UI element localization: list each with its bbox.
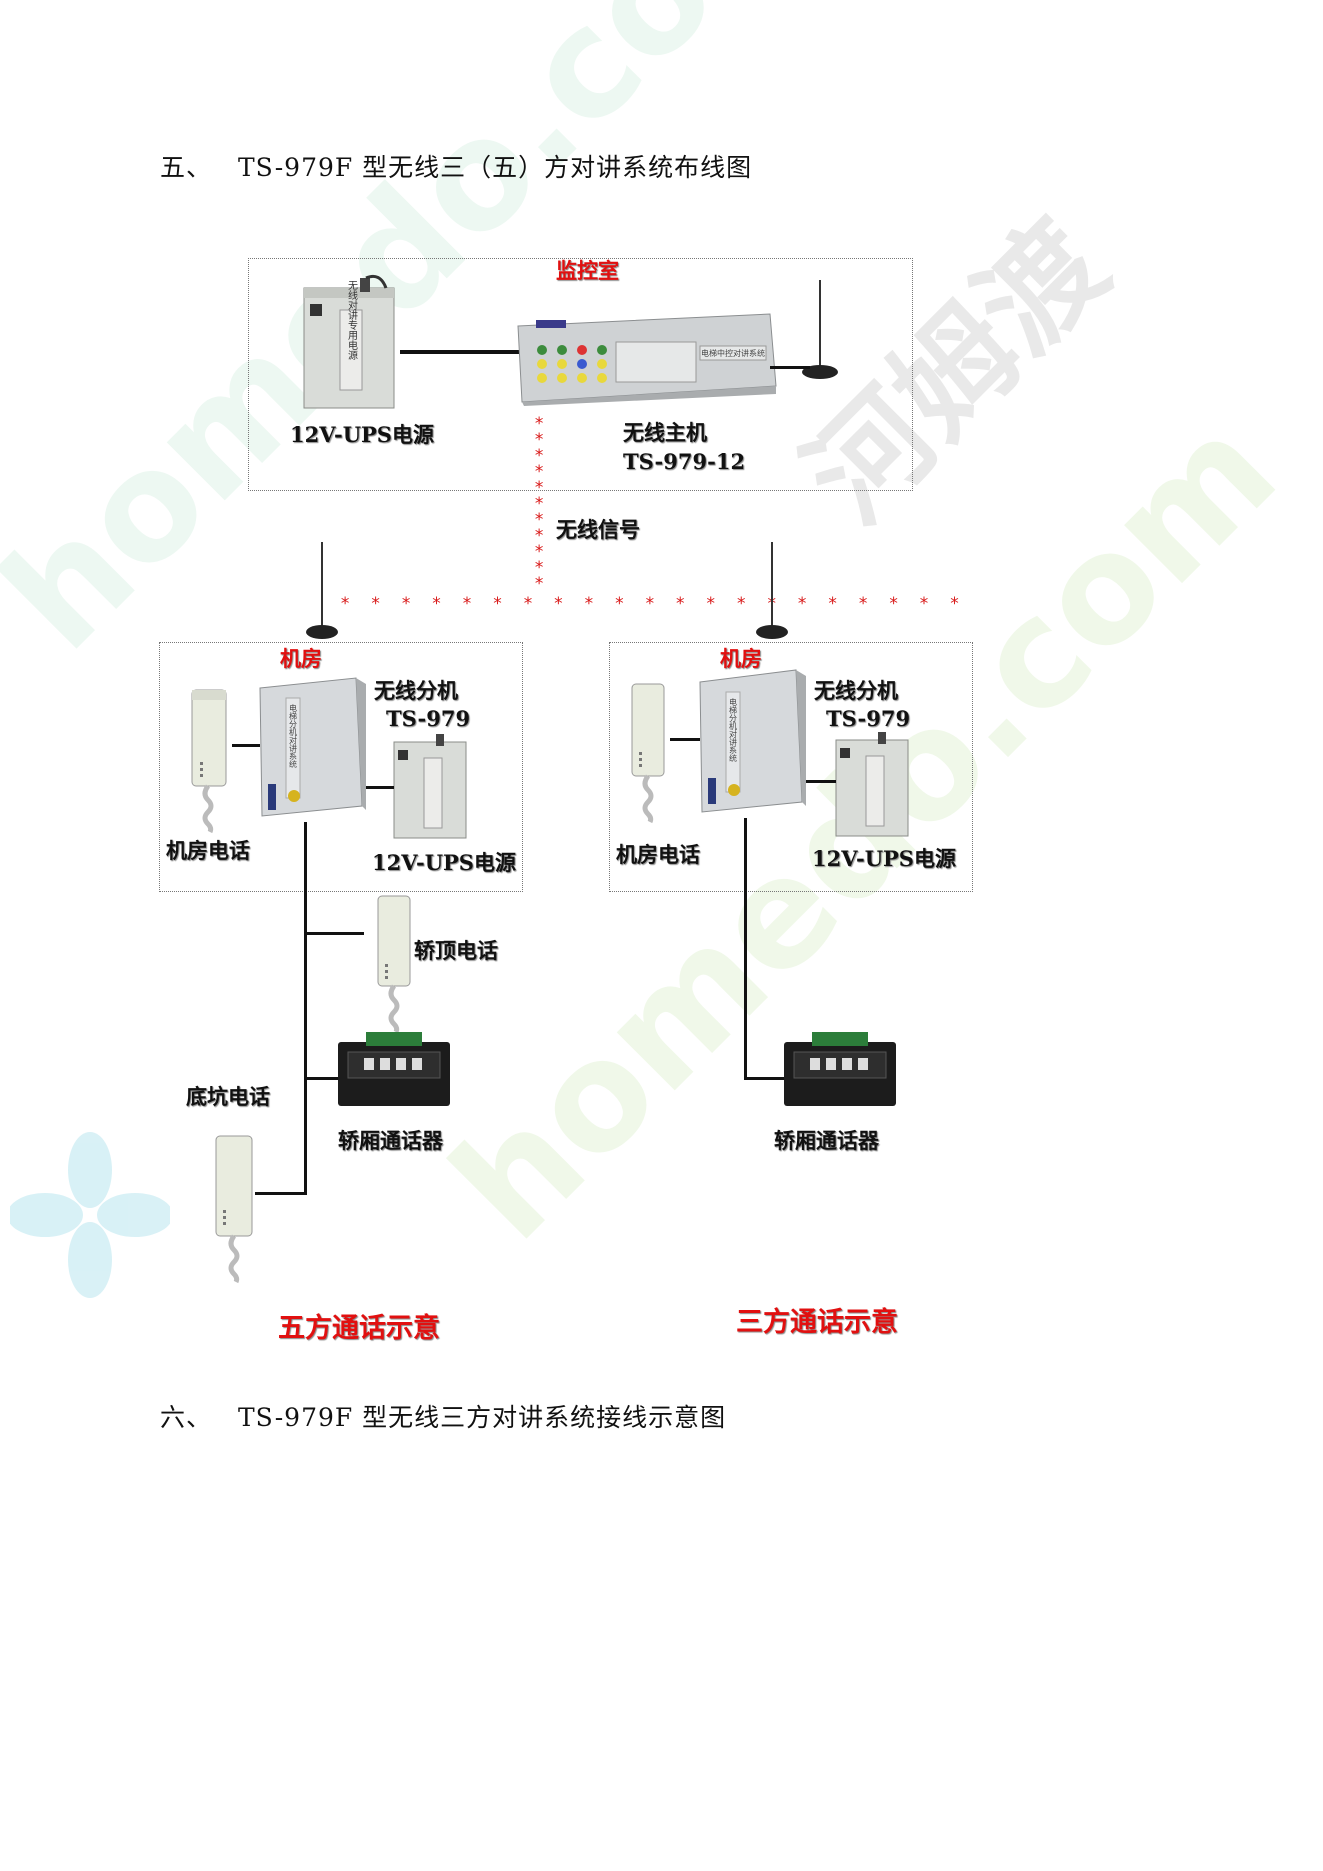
right-ups-cable: [806, 780, 836, 783]
monitor-ups-panel-text: 无线对讲专用电源: [346, 280, 358, 361]
section-5-heading: 五、 TS-979F 型无线三（五）方对讲系统布线图: [160, 148, 752, 184]
right-unit-panel-text: 电梯分机对讲系统: [729, 697, 738, 763]
left-ups-cable: [366, 786, 394, 789]
host-panel-text: 电梯中控对讲系统: [701, 348, 765, 358]
section-5-number: 五、: [160, 153, 213, 182]
monitor-room-box: [248, 258, 913, 491]
right-car-intercom-label: 轿厢通话器: [774, 1128, 879, 1153]
left-unit-panel-text: 电梯分机对讲系统: [289, 703, 298, 769]
right-car-intercom: [784, 1032, 896, 1106]
right-antenna-icon: [756, 542, 788, 639]
monitor-antenna-cable: [770, 366, 810, 369]
watermark-flower-icon: [10, 1132, 170, 1298]
section-5-title: TS-979F 型无线三（五）方对讲系统布线图: [238, 153, 753, 182]
car-top-phone-cable: [304, 932, 364, 935]
right-phone-cable: [670, 738, 700, 741]
left-unit-model: TS-979: [386, 706, 471, 731]
left-car-intercom: [338, 1032, 450, 1106]
right-room-phone: [631, 683, 665, 824]
right-trunk-cable: [744, 818, 747, 1080]
right-machine-room-box: [609, 642, 973, 892]
left-antenna-icon: [306, 542, 338, 639]
left-car-intercom-label: 轿厢通话器: [338, 1128, 443, 1153]
monitor-ups-cable: [400, 350, 520, 354]
monitor-ups-label: 12V-UPS电源: [290, 422, 434, 447]
car-top-phone-label: 轿顶电话: [414, 938, 498, 963]
section-6-number: 六、: [160, 1403, 213, 1432]
left-phone-label: 机房电话: [166, 838, 250, 863]
left-intercom-cable: [304, 1077, 344, 1080]
left-machine-room-box: [159, 642, 523, 892]
right-unit-label: 无线分机: [814, 678, 898, 703]
right-unit-model: TS-979: [826, 706, 911, 731]
caption-five-way: 五方通话示意: [278, 1313, 440, 1344]
left-unit-label: 无线分机: [374, 678, 458, 703]
right-intercom-cable: [744, 1077, 784, 1080]
monitor-ups-power-supply: 无线对讲专用电源: [303, 274, 395, 409]
left-ups-label: 12V-UPS电源: [372, 850, 516, 875]
left-room-title: 机房: [280, 646, 322, 671]
right-ups-label: 12V-UPS电源: [812, 846, 956, 871]
wireless-host-unit: 电梯中控对讲系统: [517, 313, 777, 406]
wireless-signal-horizontal: * * * * * * * * * * * * * * * * * * * * …: [340, 594, 965, 614]
section-6-title: TS-979F 型无线三方对讲系统接线示意图: [238, 1403, 727, 1432]
car-top-phone: [377, 895, 411, 1034]
left-room-phone: [191, 689, 227, 833]
right-phone-label: 机房电话: [616, 842, 700, 867]
wireless-signal-label: 无线信号: [556, 517, 640, 542]
left-ups-power-supply: [393, 734, 467, 839]
caption-three-way: 三方通话示意: [736, 1307, 898, 1338]
section-6-heading: 六、 TS-979F 型无线三方对讲系统接线示意图: [160, 1398, 726, 1434]
right-wireless-sub-unit: 电梯分机对讲系统: [699, 669, 806, 813]
pit-phone: [215, 1135, 253, 1284]
monitor-room-title: 监控室: [556, 258, 619, 283]
left-wireless-sub-unit: 电梯分机对讲系统: [259, 677, 366, 817]
left-phone-cable: [232, 744, 260, 747]
pit-phone-cable: [255, 1192, 307, 1195]
monitor-antenna-icon: [802, 280, 838, 379]
pit-phone-label: 底坑电话: [186, 1084, 270, 1109]
wireless-signal-vertical: ***********: [534, 414, 545, 594]
host-label: 无线主机: [623, 420, 707, 445]
right-room-title: 机房: [720, 646, 762, 671]
right-ups-power-supply: [835, 732, 909, 837]
left-trunk-cable: [304, 822, 307, 1194]
host-model: TS-979-12: [623, 449, 746, 474]
